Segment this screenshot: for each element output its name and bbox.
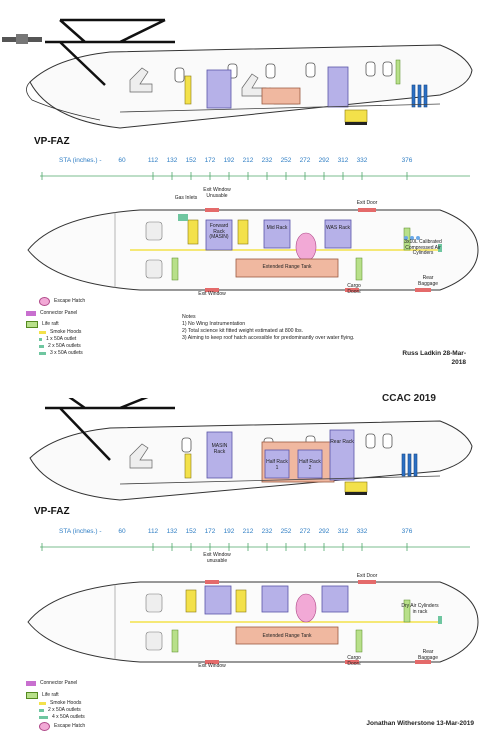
sta-tick-label: 212 — [243, 157, 254, 164]
life-raft-icon — [26, 321, 38, 328]
sta-tick-label: 332 — [357, 157, 368, 164]
sta-tick-label: 332 — [357, 528, 368, 535]
legend-item: Life raft — [26, 692, 136, 699]
sta-tick-label: 112 — [148, 528, 159, 535]
sta-tick-label: 192 — [224, 528, 235, 535]
smoke-hood-icon — [39, 331, 46, 334]
exit-window-label: Exit Window — [198, 291, 226, 297]
mid-rack-label: Mid Rack — [266, 225, 288, 231]
legend-item: Connector Panel — [26, 311, 136, 316]
sta-tick-label: 376 — [402, 157, 413, 164]
cylinders-label: 3x10L Calibrated Compressed Air Cylinder… — [404, 239, 442, 256]
bottom-plan-view — [27, 580, 479, 664]
note-item: 1) No Wing Instrumentation — [182, 321, 246, 328]
sta-axis: STA (inches.) - 60 112 132 152 172 192 212 232 25… — [40, 157, 470, 180]
sta-tick-label: 132 — [167, 528, 178, 535]
notes: Notes 1) No Wing Instrumentation 2) Tota… — [182, 314, 382, 342]
legend-item: Escape Hatch — [39, 297, 136, 306]
registration-label: VP-FAZ — [34, 506, 70, 517]
life-raft-icon — [26, 692, 38, 699]
sta-tick-label: 152 — [186, 528, 197, 535]
rear-baggage-label: Rear Baggage — [417, 649, 439, 661]
bottom-side-view — [29, 398, 473, 501]
exit-door-label: Exit Door — [356, 573, 378, 579]
legend-item: Smoke Hoods — [39, 701, 136, 706]
cargo-doors-label: Cargo Doors — [347, 655, 361, 667]
outlet-icon — [39, 709, 44, 712]
signature: Russ Ladkin 28-Mar-2018 — [402, 350, 466, 367]
sta-tick-label: 312 — [338, 528, 349, 535]
sta-axis: STA (inches.) - 60 112 132 152 172 192 212 232 25… — [40, 528, 470, 551]
masin-rack-label: MASIN Rack — [211, 443, 228, 455]
dry-air-label: Dry Air Cylinders in rack — [401, 603, 439, 615]
legend-item: Connector Panel — [26, 681, 136, 686]
sta-tick-label: 212 — [243, 528, 254, 535]
sta-tick-label: 272 — [300, 528, 311, 535]
escape-hatch-icon — [39, 297, 50, 306]
sta-axis-label: STA (inches.) - — [59, 528, 102, 535]
was-rack-label: WAS Rack — [326, 225, 350, 231]
note-item: 2) Total science kit fitted weight estim… — [182, 328, 304, 335]
sta-tick-label: 60 — [118, 528, 126, 535]
notes-title: Notes — [182, 314, 196, 320]
gas-inlets-label: Gas Inlets — [174, 195, 198, 201]
campaign-title: CCAC 2019 — [382, 393, 436, 404]
outlet-icon — [39, 338, 42, 341]
extended-range-tank-label: Extended Range Tank — [262, 264, 312, 270]
sta-tick-label: 376 — [402, 528, 413, 535]
registration-label: VP-FAZ — [34, 136, 70, 147]
escape-hatch-icon — [39, 722, 50, 731]
exit-door-label: Exit Door — [356, 200, 378, 206]
rear-rack-label: Rear Rack — [330, 439, 354, 445]
connector-panel-icon — [26, 311, 36, 316]
sta-axis-label: STA (inches.) - — [59, 157, 102, 164]
legend-item: 2 x 50A outlets — [39, 344, 136, 349]
exit-window-unusable-label: Exit Window Unusable — [203, 187, 231, 199]
sta-tick-label: 60 — [118, 157, 126, 164]
outlet-icon — [39, 352, 46, 355]
legend-item: 4 x 50A outlets — [39, 715, 136, 720]
sta-tick-label: 292 — [319, 528, 330, 535]
legend-item: Escape Hatch — [39, 722, 136, 731]
legend-item: 2 x 50A outlets — [39, 708, 136, 713]
cargo-doors-label: Cargo Doors — [347, 283, 361, 295]
half-rack-2-label: Half Rack 2 — [299, 459, 321, 471]
legend-item: Smoke Hoods — [39, 330, 136, 335]
sta-tick-label: 232 — [262, 157, 273, 164]
rear-baggage-label: Rear Baggage — [417, 275, 439, 287]
outlet-icon — [39, 716, 48, 719]
signature: Jonathan Witherstone 13-Mar-2019 — [366, 720, 474, 727]
extended-range-tank-label: Extended Range Tank — [262, 633, 312, 639]
sta-tick-label: 272 — [300, 157, 311, 164]
exit-window-unusable-label: Exit Window unusable — [203, 552, 231, 564]
sta-tick-label: 172 — [205, 528, 216, 535]
sta-tick-label: 132 — [167, 157, 178, 164]
sta-tick-label: 252 — [281, 528, 292, 535]
sta-tick-label: 292 — [319, 157, 330, 164]
legend-item: 1 x 50A outlet — [39, 337, 136, 342]
half-rack-1-label: Half Rack 1 — [266, 459, 288, 471]
sta-tick-label: 112 — [148, 157, 159, 164]
smoke-hood-icon — [39, 702, 46, 705]
top-side-view — [2, 18, 473, 129]
exit-window-label: Exit Window — [198, 663, 226, 669]
sta-tick-label: 232 — [262, 528, 273, 535]
sta-tick-label: 252 — [281, 157, 292, 164]
legend: Escape Hatch Connector Panel Life raft S… — [26, 297, 136, 356]
outlet-icon — [39, 345, 44, 348]
legend: Connector Panel Life raft Smoke Hoods 2 … — [26, 681, 136, 731]
sta-tick-label: 312 — [338, 157, 349, 164]
forward-rack-label: Forward Rack (MASIN) — [209, 223, 229, 240]
top-plan-view — [27, 208, 479, 292]
sta-tick-label: 192 — [224, 157, 235, 164]
sta-tick-label: 152 — [186, 157, 197, 164]
note-item: 3) Aiming to keep roof hatch accessible … — [182, 335, 355, 342]
connector-panel-icon — [26, 681, 36, 686]
legend-item: 3 x 50A outlets — [39, 351, 136, 356]
sta-tick-label: 172 — [205, 157, 216, 164]
legend-item: Life raft — [26, 321, 136, 328]
